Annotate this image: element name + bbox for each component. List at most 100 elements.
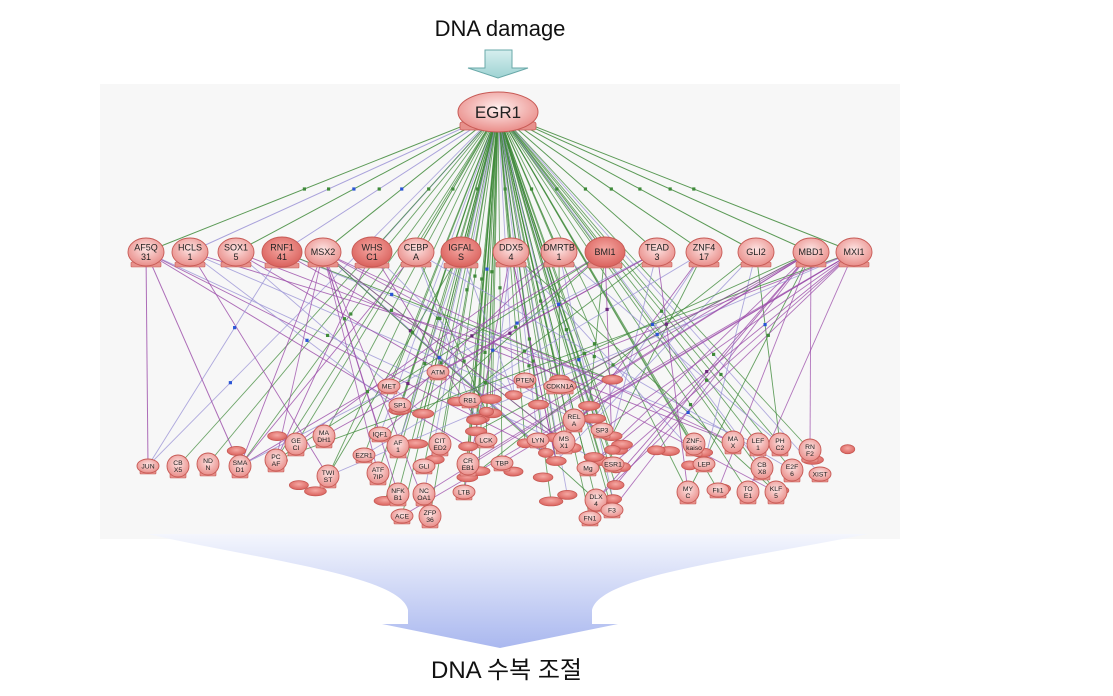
node-label: E1 (744, 493, 753, 500)
node-label: kaiso (686, 445, 702, 452)
node-label: A (572, 421, 577, 428)
node-label: MXI1 (843, 247, 864, 257)
node-label: A (413, 252, 419, 262)
edge-fan (601, 251, 855, 431)
edge-marker (664, 322, 668, 326)
node-label: 4 (594, 501, 598, 508)
diagram-top-title: DNA damage (434, 16, 566, 41)
edge-top-target (275, 251, 855, 461)
edge-top-target (478, 251, 757, 472)
node-label: LCK (479, 437, 493, 444)
node-label: 4 (508, 252, 513, 262)
node-label: RNF1 (270, 242, 294, 252)
edge-marker (400, 187, 404, 191)
node-label: ESR1 (604, 461, 622, 468)
edge-marker (483, 380, 487, 385)
edge-marker (686, 410, 690, 415)
node-label: SP3 (596, 427, 609, 434)
small-node (226, 445, 247, 456)
node-label: 3 (654, 252, 659, 262)
edge-marker (503, 187, 507, 191)
damage-arrow (467, 49, 529, 79)
edge-marker (377, 187, 381, 191)
target-node: XIST (808, 466, 832, 483)
edge-marker (668, 187, 672, 191)
small-node (478, 394, 502, 404)
edge-marker (688, 403, 693, 407)
small-node (412, 408, 435, 419)
node-label: 5 (774, 493, 778, 500)
edge-hub-top (281, 111, 499, 253)
node-label: 7IP (373, 474, 384, 481)
network-nodes: JUNCBX5NDNSMAD1PCAFGECIMADH1IQF1EZR1TWIS… (127, 91, 873, 529)
edge-top-target (327, 251, 855, 477)
node-label: AF5Q (134, 242, 158, 252)
small-node (466, 415, 487, 426)
node-label: ATM (431, 369, 445, 376)
target-node: RB1 (458, 392, 482, 409)
edge-marker (427, 187, 431, 191)
node-label: 1 (556, 252, 561, 262)
edge-hub-top (322, 111, 499, 253)
small-node (538, 447, 554, 458)
node-label: PC (271, 454, 281, 461)
node-label: GE (291, 438, 301, 445)
node-label: BMI1 (594, 247, 615, 257)
target-node: FN1 (578, 510, 602, 527)
node-label: OA1 (417, 495, 431, 502)
edge-marker (555, 187, 559, 191)
edge-marker (465, 288, 469, 292)
node-label: C (686, 493, 691, 500)
edge-marker (365, 390, 369, 394)
edge-top-target (275, 251, 373, 461)
node-label: ATF (372, 467, 384, 474)
edge-marker (763, 323, 767, 327)
node-label: RN (805, 444, 815, 451)
edge-marker (655, 332, 659, 336)
edge-hub-target (379, 111, 499, 435)
node-label: ED2 (433, 445, 446, 452)
edge-marker (704, 378, 709, 382)
target-node: ATM (426, 364, 450, 381)
target-node: NDN (196, 452, 220, 477)
node-label: CIT (435, 438, 446, 445)
target-node: JUN (136, 458, 160, 475)
node-label: GLI2 (746, 247, 766, 257)
edge-hub-target (475, 111, 499, 432)
node-label: SMA (233, 460, 248, 467)
edge-marker (529, 187, 534, 191)
node-label: MA (728, 436, 739, 443)
edge-marker (451, 187, 455, 191)
edge-top-target (491, 251, 512, 414)
edge-marker (712, 352, 716, 356)
edge-marker (583, 187, 588, 191)
edge-marker (650, 322, 655, 327)
edge-marker (659, 309, 664, 313)
target-node: MAX (721, 430, 745, 455)
node-label: 1 (756, 445, 760, 452)
small-node (478, 406, 494, 417)
edge-top-target (422, 251, 606, 415)
edge-hub-target (147, 111, 499, 467)
node-label: 1 (396, 447, 400, 454)
edge-hub-target (497, 111, 821, 475)
edge-marker (476, 187, 480, 191)
edge-hub-target (497, 111, 781, 445)
tf-node: BMI1 (584, 236, 626, 269)
node-label: ACE (395, 513, 409, 520)
small-node (578, 400, 601, 411)
funnel-arrow (148, 534, 868, 648)
tf-node: MXI1 (835, 237, 873, 268)
node-label: NFK (391, 488, 405, 495)
node-label: KLF (770, 486, 782, 493)
target-node: LYN (526, 432, 550, 449)
edge-top-target (145, 251, 601, 462)
